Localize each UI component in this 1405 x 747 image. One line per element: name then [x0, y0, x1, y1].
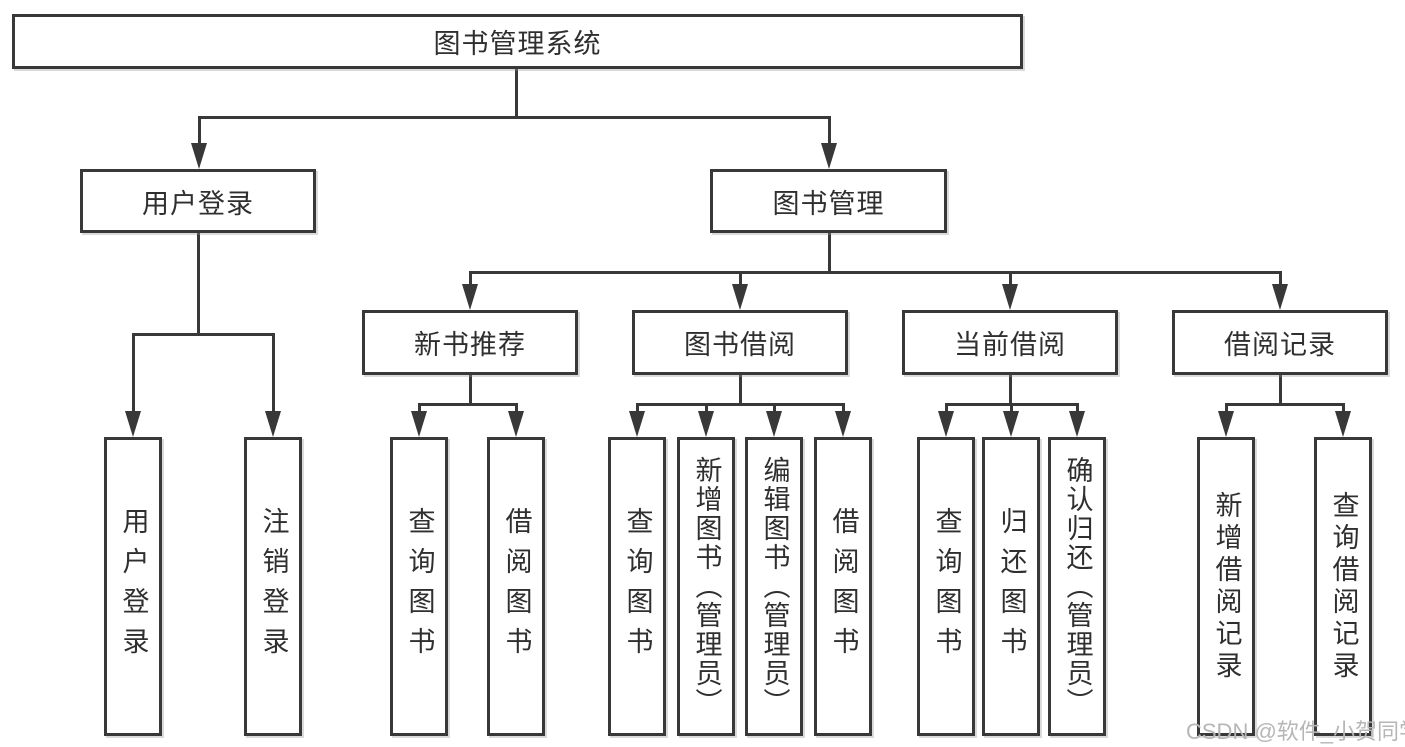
connector-line [198, 116, 201, 148]
connector-line [1225, 403, 1345, 406]
arrowhead-down-icon [508, 411, 524, 437]
connector-line [1009, 373, 1012, 406]
node-label: 用户登录 [142, 188, 254, 219]
connector-line [636, 403, 845, 406]
arrowhead-down-icon [191, 143, 207, 169]
leaf-borrow-books: 借阅图书 [814, 437, 872, 736]
arrowhead-down-icon [1335, 411, 1351, 437]
leaf-logout: 注销登录 [244, 437, 302, 736]
arrowhead-down-icon [1272, 284, 1288, 310]
arrowhead-down-icon [821, 143, 837, 169]
connector-line [828, 116, 831, 148]
leaf-return-books: 归还图书 [982, 437, 1040, 736]
connector-line [1279, 373, 1282, 406]
leaf-add-borrow-record: 新增借阅记录 [1197, 437, 1255, 736]
leaf-query-books-current: 查询图书 [917, 437, 975, 736]
connector-line [945, 403, 948, 417]
arrowhead-down-icon [835, 411, 851, 437]
node-label: 借阅图书 [501, 506, 532, 667]
node-label: 当前借阅 [954, 330, 1066, 360]
connector-line [739, 373, 742, 406]
node-label: 确认归还（管理员） [1062, 456, 1093, 717]
arrowhead-down-icon [1218, 411, 1234, 437]
node-borrow-record: 借阅记录 [1172, 310, 1388, 375]
arrowhead-down-icon [698, 411, 714, 437]
node-label: 查询图书 [622, 506, 653, 667]
node-current-borrow: 当前借阅 [902, 310, 1118, 375]
node-label: 注销登录 [258, 506, 289, 667]
connector-line [515, 403, 518, 417]
connector-line [739, 271, 742, 289]
node-root: 图书管理系统 [12, 14, 1023, 69]
csdn-watermark: CSDN @软件_小贺同学 [1186, 719, 1405, 744]
connector-line [1009, 271, 1012, 289]
node-label: 新书推荐 [414, 330, 526, 360]
connector-line [1342, 403, 1345, 417]
arrowhead-down-icon [732, 284, 748, 310]
node-label: 图书管理 [772, 188, 885, 219]
node-label: 查询图书 [931, 506, 962, 667]
node-label: 新增借阅记录 [1211, 490, 1242, 683]
node-label: 用户登录 [118, 506, 149, 667]
connector-line [842, 403, 845, 417]
connector-line [272, 333, 275, 415]
arrowhead-down-icon [125, 411, 141, 437]
connector-line [418, 403, 518, 406]
connector-line [515, 68, 518, 118]
node-new-book-recommend: 新书推荐 [362, 310, 578, 375]
node-label: 编辑图书（管理员） [759, 456, 790, 717]
node-book-management: 图书管理 [710, 169, 947, 233]
node-label: 查询借阅记录 [1328, 490, 1359, 683]
connector-line [828, 232, 831, 274]
node-book-borrow: 图书借阅 [632, 310, 848, 375]
leaf-confirm-return-admin: 确认归还（管理员） [1048, 437, 1106, 736]
node-label: 借阅图书 [828, 506, 859, 667]
connector-line [1225, 403, 1228, 417]
connector-line [469, 271, 472, 289]
connector-line [1010, 403, 1013, 417]
leaf-query-books-borrow: 查询图书 [608, 437, 666, 736]
node-label: 查询图书 [404, 506, 435, 667]
arrowhead-down-icon [1069, 411, 1085, 437]
connector-line [198, 116, 831, 119]
connector-line [418, 403, 421, 417]
node-label: 借阅记录 [1224, 330, 1336, 360]
node-label: 图书管理系统 [433, 29, 602, 59]
arrowhead-down-icon [629, 411, 645, 437]
node-label: 归还图书 [996, 506, 1027, 667]
connector-line [469, 271, 1282, 274]
arrowhead-down-icon [411, 411, 427, 437]
leaf-query-borrow-record: 查询借阅记录 [1314, 437, 1372, 736]
arrowhead-down-icon [265, 411, 281, 437]
connector-line [705, 403, 708, 417]
arrowhead-down-icon [766, 411, 782, 437]
connector-line [1279, 271, 1282, 289]
node-label: 图书借阅 [684, 330, 796, 360]
leaf-query-books-recommend: 查询图书 [390, 437, 448, 736]
node-user-login: 用户登录 [80, 169, 316, 233]
connector-line [197, 232, 200, 336]
node-label: 新增图书（管理员） [691, 456, 722, 717]
connector-line [469, 373, 472, 406]
connector-line [132, 333, 135, 415]
leaf-edit-books-admin: 编辑图书（管理员） [745, 437, 803, 736]
leaf-borrow-books-recommend: 借阅图书 [487, 437, 545, 736]
connector-line [132, 333, 275, 336]
arrowhead-down-icon [1002, 284, 1018, 310]
leaf-user-login: 用户登录 [104, 437, 162, 736]
connector-line [636, 403, 639, 417]
arrowhead-down-icon [1003, 411, 1019, 437]
leaf-add-books-admin: 新增图书（管理员） [677, 437, 735, 736]
arrowhead-down-icon [462, 284, 478, 310]
connector-line [773, 403, 776, 417]
arrowhead-down-icon [938, 411, 954, 437]
connector-line [1076, 403, 1079, 417]
